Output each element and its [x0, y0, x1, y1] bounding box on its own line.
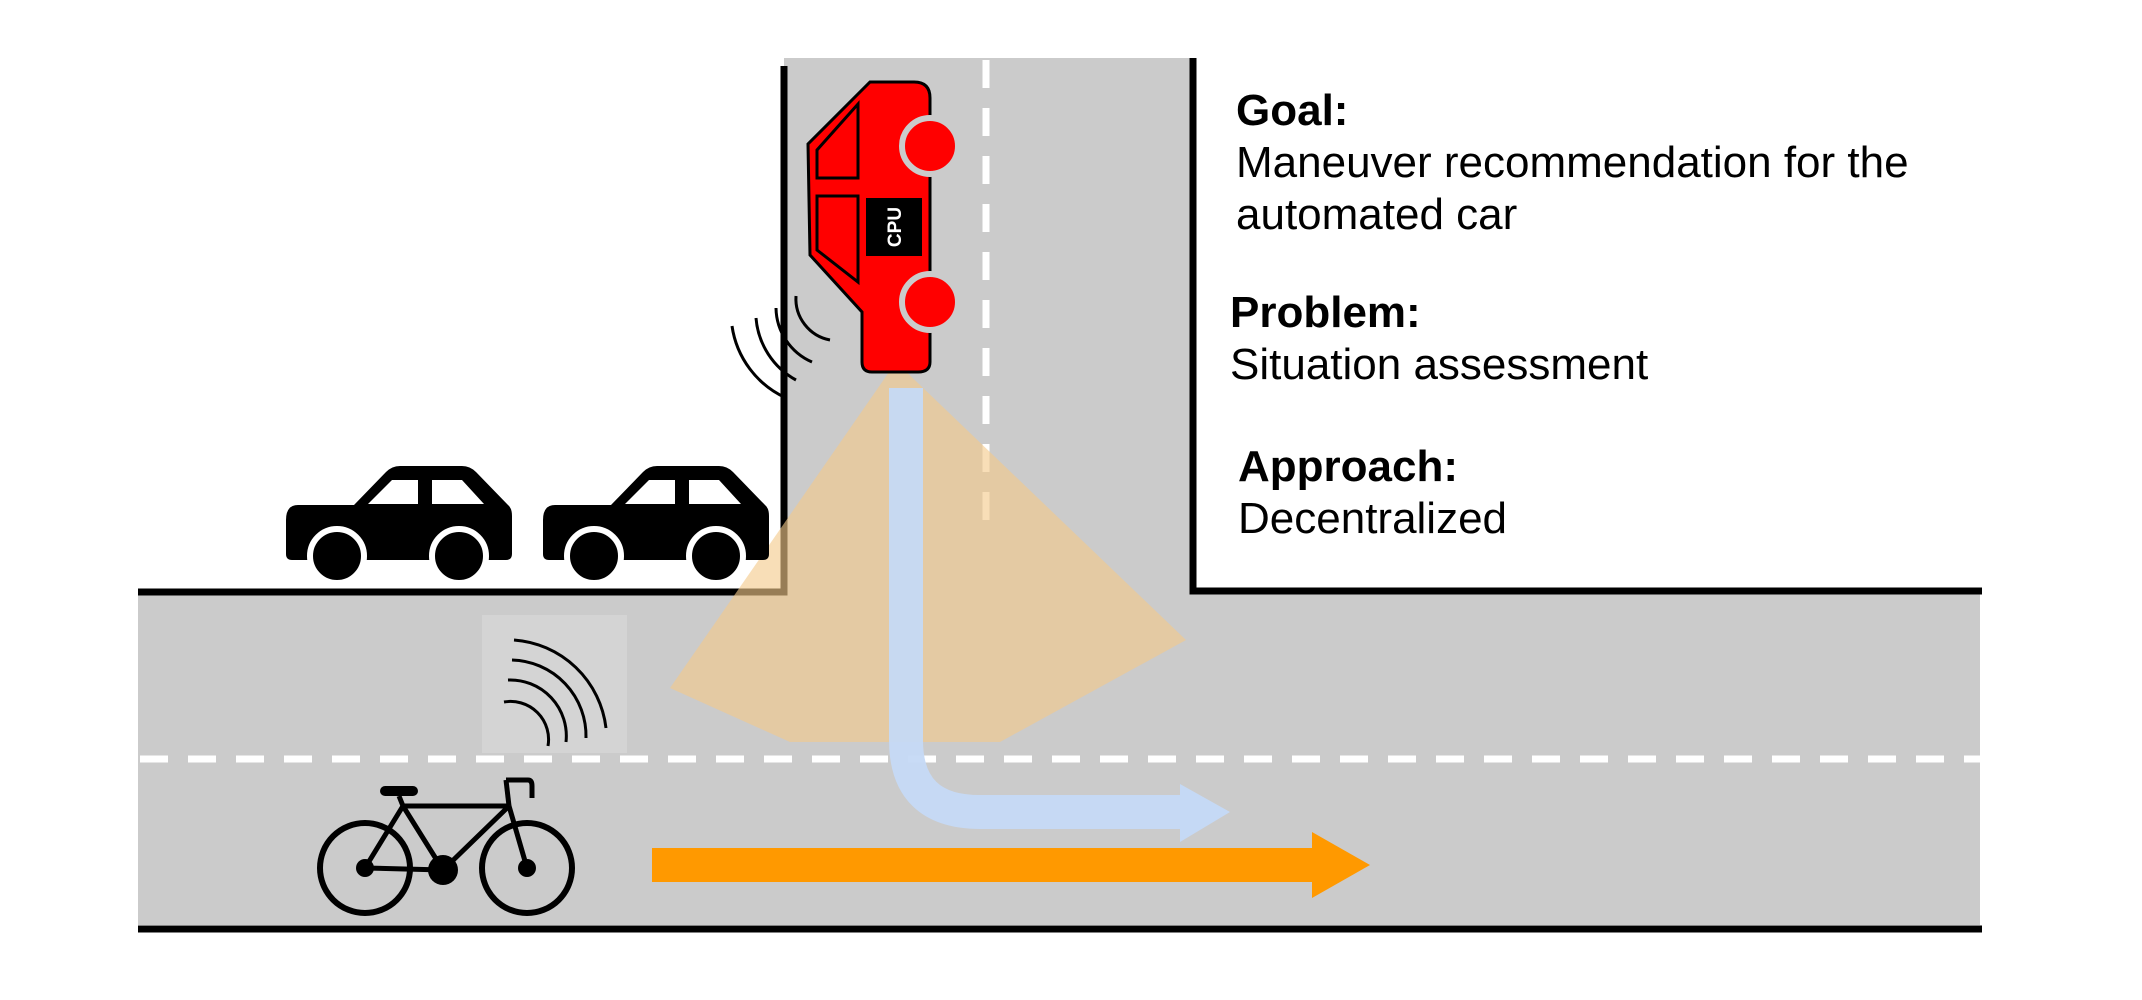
automated-car-wheel [899, 115, 961, 177]
bicycle-icon [317, 777, 575, 916]
approach-heading: Approach: [1238, 442, 1458, 491]
problem-block: Problem: Situation assessment [1230, 287, 1990, 391]
cyclist-path-arrowhead [1312, 832, 1370, 898]
wireless-signal-icon [730, 295, 831, 400]
cpu-chip-icon [866, 198, 922, 256]
problem-text: Situation assessment [1230, 340, 1649, 389]
planned-path-arrowhead [1180, 784, 1230, 842]
approach-text: Decentralized [1238, 494, 1508, 543]
cyclist-path-arrow [652, 848, 1318, 882]
automated-car-icon: CPU [806, 80, 961, 374]
parked-car-icon [286, 466, 512, 586]
sensor-field-of-view [670, 362, 1186, 742]
planned-path-arrow [889, 388, 1188, 829]
goal-heading: Goal: [1236, 86, 1349, 135]
goal-text: Maneuver recommendation for the automate… [1236, 138, 1909, 239]
parked-car-icon [543, 466, 769, 586]
wireless-signal-icon [503, 638, 608, 747]
automated-car-wheel [899, 271, 961, 333]
road-edge-right-corner [1189, 58, 1982, 595]
goal-block: Goal: Maneuver recommendation for the au… [1236, 85, 1996, 241]
signal-backdrop [482, 615, 627, 753]
cpu-chip-label: CPU [885, 207, 906, 247]
problem-heading: Problem: [1230, 288, 1421, 337]
approach-block: Approach: Decentralized [1238, 441, 1998, 545]
